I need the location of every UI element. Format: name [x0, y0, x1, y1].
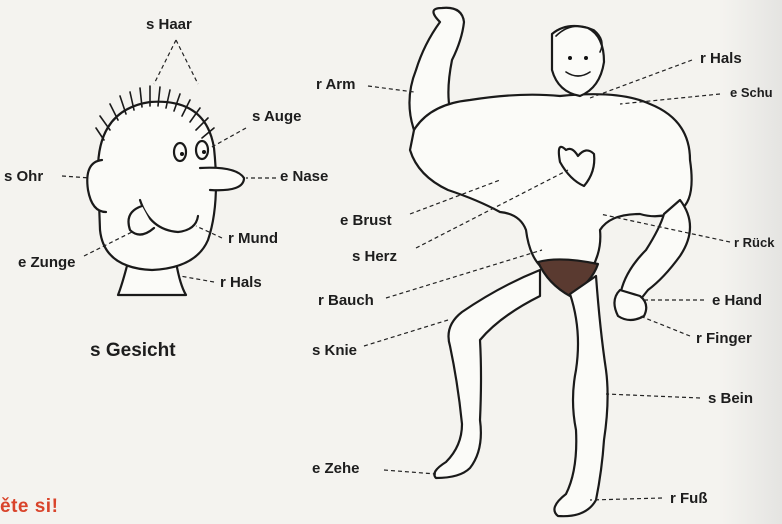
label-haar: s Haar: [146, 16, 192, 33]
body-eye-right: [584, 56, 588, 60]
label-arm: r Arm: [316, 76, 355, 93]
label-fuss: r Fuß: [670, 490, 708, 507]
body-head-drawing: [552, 26, 604, 96]
label-ruecken: r Rück: [734, 234, 774, 251]
label-knie: s Knie: [312, 342, 357, 359]
face-pupil-right: [202, 150, 206, 154]
face-pupil-left: [180, 152, 184, 156]
label-mund: r Mund: [228, 230, 278, 247]
label-nase: e Nase: [280, 168, 328, 185]
label-schulter: e Schu: [730, 84, 773, 101]
label-herz: s Herz: [352, 248, 397, 265]
label-finger: r Finger: [696, 330, 752, 347]
label-brust: e Brust: [340, 212, 392, 229]
section-heading: ěte si!: [0, 496, 58, 518]
face-eye-right: [196, 141, 208, 159]
label-bein: s Bein: [708, 390, 753, 407]
label-hals-body: r Hals: [700, 50, 742, 67]
label-bauch: r Bauch: [318, 292, 374, 309]
label-zunge: e Zunge: [18, 254, 76, 271]
body-left-leg-drawing: [434, 270, 540, 478]
label-hals-face: r Hals: [220, 274, 262, 291]
face-illustration: [87, 86, 244, 295]
label-hand: e Hand: [712, 292, 762, 309]
face-eye-left: [174, 143, 186, 161]
body-eye-left: [568, 56, 572, 60]
label-ohr: s Ohr: [4, 168, 43, 185]
label-auge: s Auge: [252, 108, 301, 125]
body-right-leg-drawing: [554, 276, 607, 516]
label-zehe: e Zehe: [312, 460, 360, 477]
face-title: s Gesicht: [90, 342, 176, 359]
body-illustration: [409, 8, 691, 516]
